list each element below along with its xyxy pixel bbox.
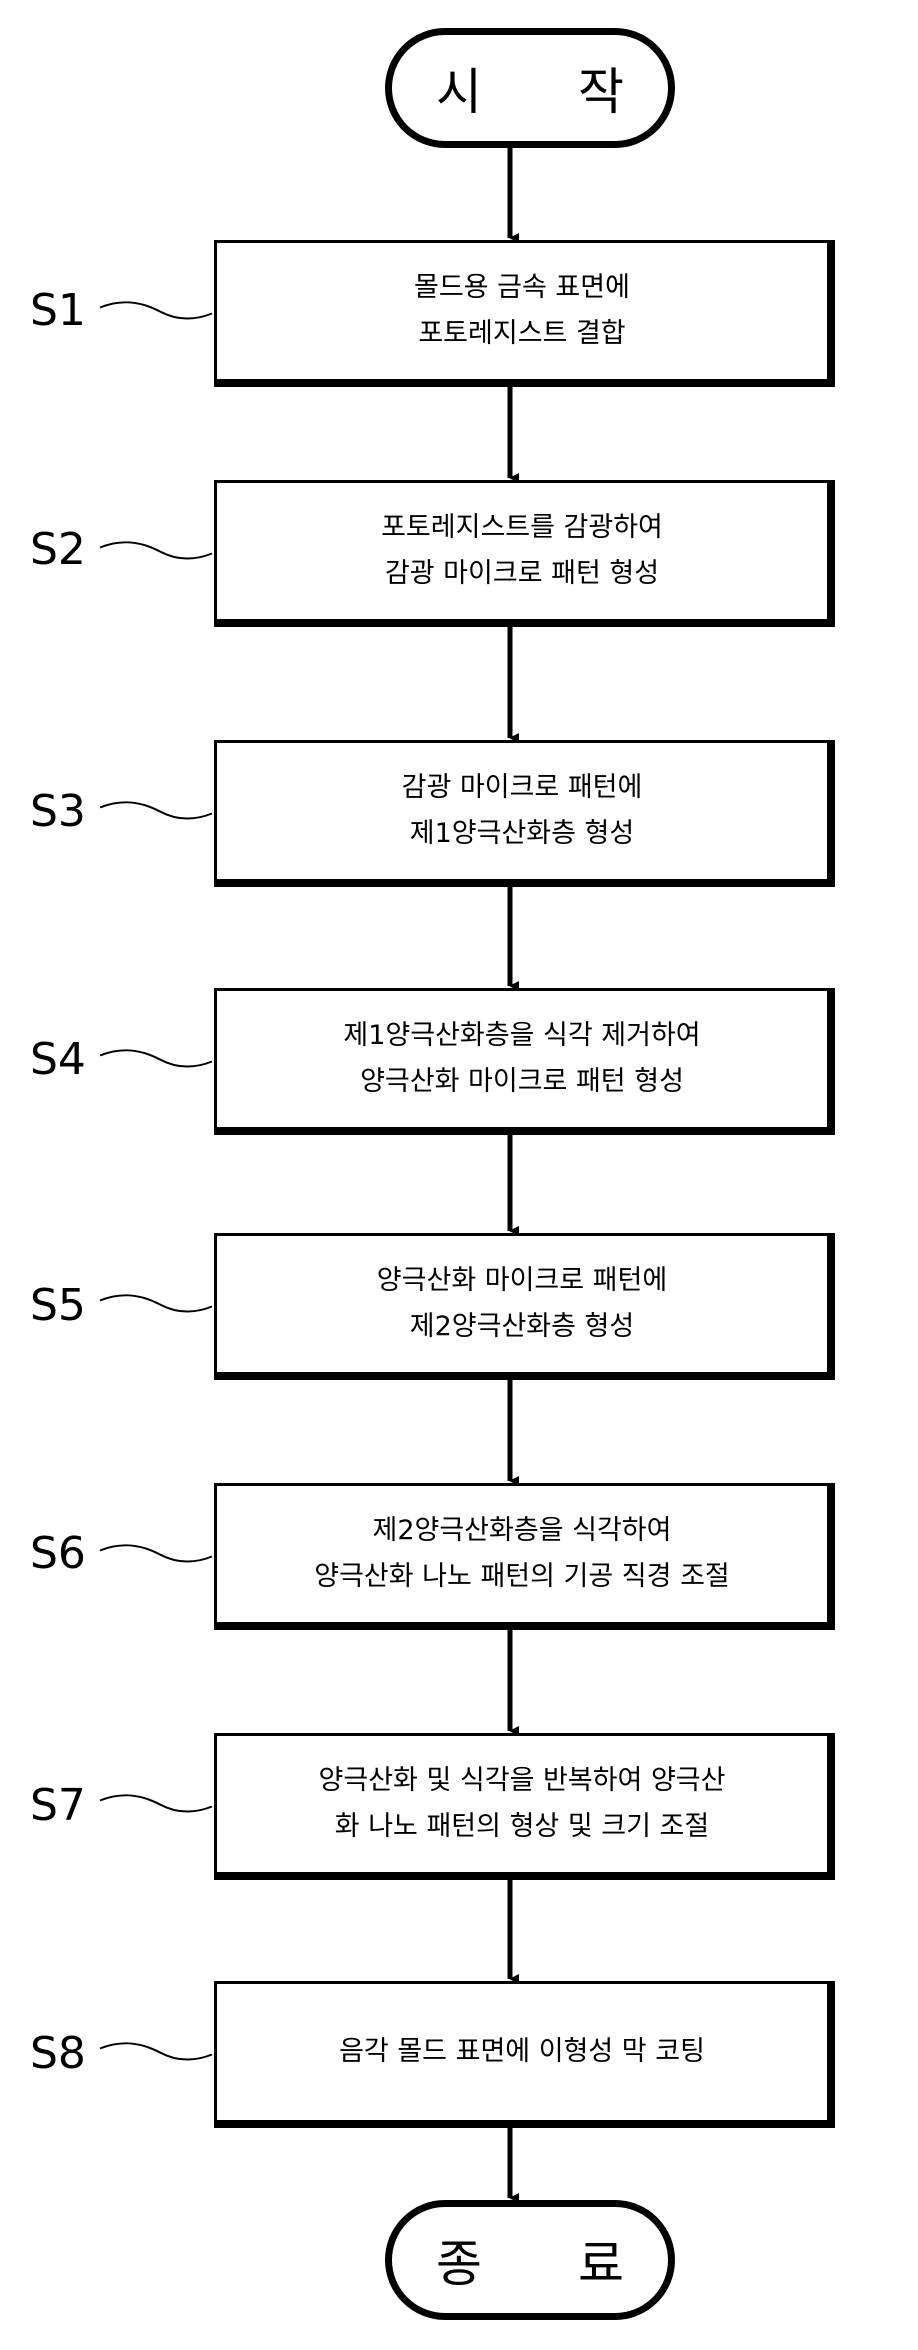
step-label-s3: S3 <box>30 786 86 837</box>
end-terminal: 종 료 <box>385 2200 675 2320</box>
step-label-s6: S6 <box>30 1528 86 1579</box>
step-box-s6: 제2양극산화층을 식각하여 양극산화 나노 패턴의 기공 직경 조절 <box>214 1483 835 1630</box>
step-box-s4: 제1양극산화층을 식각 제거하여 양극산화 마이크로 패턴 형성 <box>214 988 835 1135</box>
step-s6-line-2: 양극산화 나노 패턴의 기공 직경 조절 <box>314 1561 730 1592</box>
step-s2-line-2: 감광 마이크로 패턴 형성 <box>384 558 660 589</box>
step-box-s5: 양극산화 마이크로 패턴에 제2양극산화층 형성 <box>214 1233 835 1380</box>
step-box-s8: 음각 몰드 표면에 이형성 막 코팅 <box>214 1981 835 2128</box>
step-s3-line-2: 제1양극산화층 형성 <box>409 818 635 849</box>
step-s4-line-2: 양극산화 마이크로 패턴 형성 <box>360 1066 684 1097</box>
step-label-s7: S7 <box>30 1780 86 1831</box>
leader-line <box>99 541 213 560</box>
step-s4-line-1: 제1양극산화층을 식각 제거하여 <box>343 1020 701 1051</box>
step-s6-line-1: 제2양극산화층을 식각하여 <box>372 1515 672 1546</box>
start-label: 시 작 <box>436 63 664 121</box>
step-s7-line-1: 양극산화 및 식각을 반복하여 양극산 <box>318 1765 726 1796</box>
step-s8-line-1: 음각 몰드 표면에 이형성 막 코팅 <box>339 2036 705 2067</box>
step-label-s1: S1 <box>30 285 86 336</box>
leader-line <box>99 2042 213 2061</box>
step-box-s7: 양극산화 및 식각을 반복하여 양극산 화 나노 패턴의 형상 및 크기 조절 <box>214 1733 835 1880</box>
leader-line <box>99 1544 213 1563</box>
step-s5-line-1: 양극산화 마이크로 패턴에 <box>376 1265 668 1296</box>
step-box-s2: 포토레지스트를 감광하여 감광 마이크로 패턴 형성 <box>214 480 835 627</box>
step-s1-line-2: 포토레지스트 결합 <box>418 318 626 349</box>
step-label-s4: S4 <box>30 1034 86 1085</box>
step-s2-line-1: 포토레지스트를 감광하여 <box>381 512 663 543</box>
leader-line <box>99 1049 213 1068</box>
step-label-s2: S2 <box>30 524 86 575</box>
step-label-s5: S5 <box>30 1280 86 1331</box>
step-box-s1: 몰드용 금속 표면에 포토레지스트 결합 <box>214 240 835 387</box>
leader-line <box>99 1294 213 1313</box>
leader-line <box>99 301 213 320</box>
step-label-s8: S8 <box>30 2028 86 2079</box>
leader-line <box>99 801 213 820</box>
step-s7-line-2: 화 나노 패턴의 형상 및 크기 조절 <box>334 1811 710 1842</box>
leader-line <box>99 1794 213 1813</box>
label-leader-lines <box>99 301 213 2061</box>
step-s5-line-2: 제2양극산화층 형성 <box>409 1311 635 1342</box>
step-box-s3: 감광 마이크로 패턴에 제1양극산화층 형성 <box>214 740 835 887</box>
step-s1-line-1: 몰드용 금속 표면에 <box>414 272 630 303</box>
start-terminal: 시 작 <box>385 28 675 148</box>
step-s3-line-1: 감광 마이크로 패턴에 <box>401 772 643 803</box>
end-label: 종 료 <box>436 2235 664 2293</box>
